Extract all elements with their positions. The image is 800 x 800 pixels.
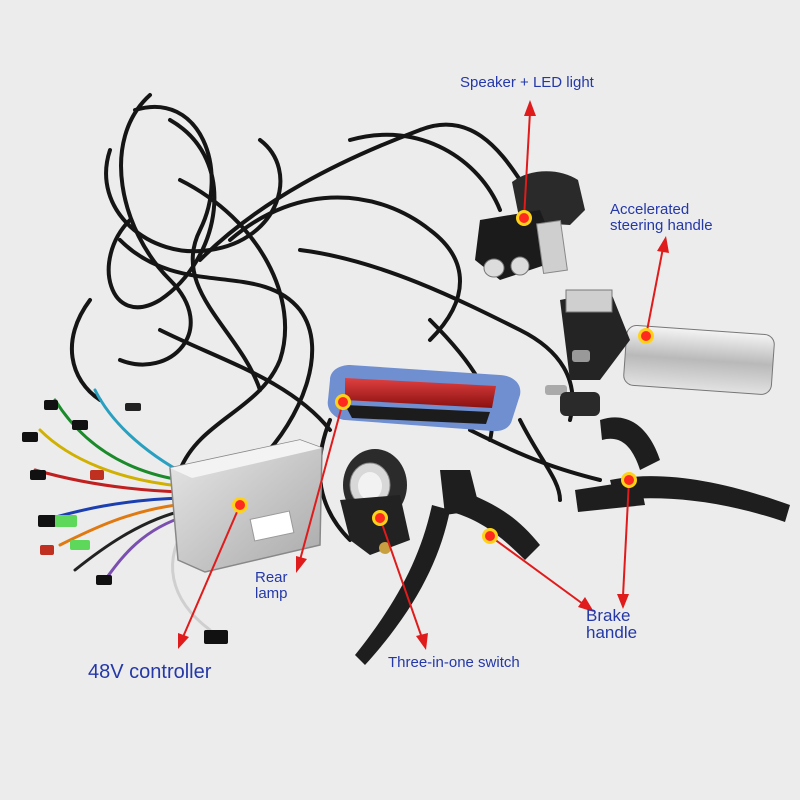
label-rear-line1: Rear: [255, 569, 288, 586]
label-speaker-led: Speaker + LED light: [460, 75, 594, 90]
label-brake-handle: Brake handle: [586, 607, 637, 641]
marker-three-in-one-switch: [372, 510, 388, 526]
marker-accelerated-handle: [638, 328, 654, 344]
label-speaker-led-text: Speaker + LED light: [460, 74, 594, 91]
label-brake-line2: handle: [586, 623, 638, 642]
marker-speaker-led: [516, 210, 532, 226]
label-controller: 48V controller: [88, 662, 211, 682]
label-accelerated-handle: Accelerated steering handle: [610, 202, 713, 234]
marker-rear-lamp: [335, 394, 351, 410]
label-rear-line2: lamp: [255, 585, 288, 602]
label-rear-lamp: Rear lamp: [255, 570, 288, 602]
marker-controller: [232, 497, 248, 513]
rear-lamp: [327, 365, 521, 432]
label-three-in-one-switch: Three-in-one switch: [388, 655, 520, 670]
speaker-led-light: [475, 171, 585, 280]
label-brake-line1: Brake: [586, 606, 631, 625]
three-in-one-switch: [340, 449, 410, 555]
label-accelerated-line1: Accelerated: [610, 201, 690, 218]
label-controller-text: 48V controller: [88, 661, 212, 683]
connectors: [22, 400, 228, 644]
marker-brake-right: [621, 472, 637, 488]
annotation-arrows: [178, 100, 669, 650]
throttle-grip: [545, 289, 775, 416]
label-three-in-one-text: Three-in-one switch: [388, 654, 520, 671]
brake-levers: [355, 417, 790, 665]
marker-brake-left: [482, 528, 498, 544]
label-accelerated-line2: steering handle: [610, 217, 713, 234]
